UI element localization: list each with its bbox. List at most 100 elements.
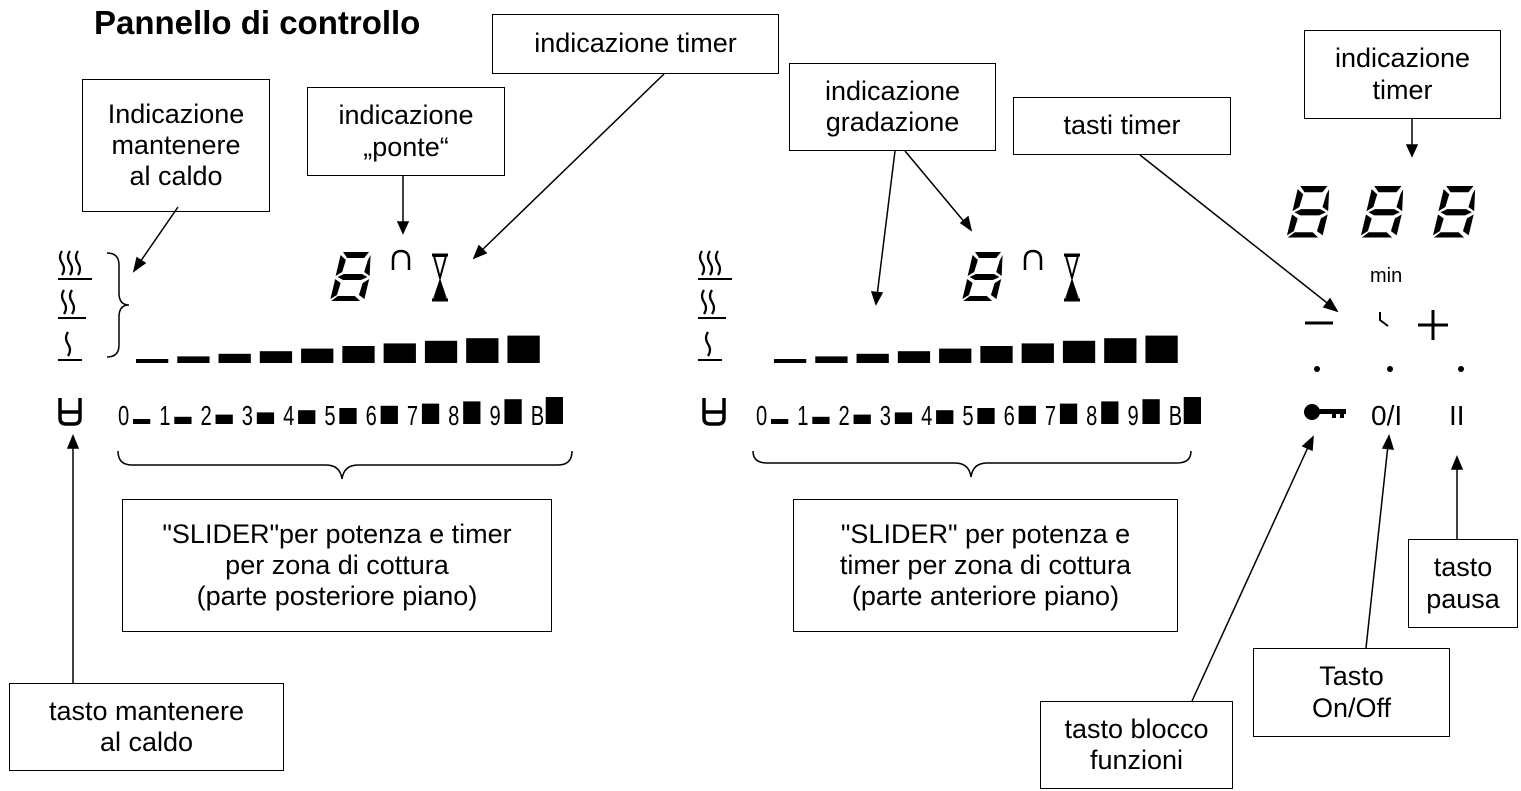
slider-level-block bbox=[504, 399, 522, 424]
slider-level-block bbox=[133, 419, 151, 424]
page-title: Pannello di controllo bbox=[94, 4, 421, 41]
slider-level-5[interactable]: 5 bbox=[962, 401, 973, 432]
label-timer-indicator-right: indicazione timer bbox=[1304, 30, 1501, 119]
slider-level-6[interactable]: 6 bbox=[366, 401, 377, 432]
slider-level-2[interactable]: 2 bbox=[839, 401, 850, 432]
label-slider-front: "SLIDER" per potenza e timer per zona di… bbox=[793, 499, 1178, 632]
label-bridge-indicator: indicazione „ponte“ bbox=[307, 87, 505, 176]
slider-bar bbox=[856, 353, 889, 363]
power-level-digit-icon bbox=[330, 252, 373, 301]
clock-icon bbox=[1379, 312, 1389, 327]
keep-warm-brace bbox=[106, 252, 130, 358]
slider-level-4[interactable]: 4 bbox=[921, 401, 932, 432]
slider-bar bbox=[1021, 343, 1054, 363]
slider-bar bbox=[1145, 335, 1178, 363]
slider-level-B[interactable]: B bbox=[1169, 401, 1182, 432]
slider-level-block bbox=[256, 412, 275, 424]
slider-level-block bbox=[853, 414, 871, 424]
slider-level-block bbox=[339, 408, 357, 424]
slider-bar bbox=[815, 356, 848, 363]
slider-level-1[interactable]: 1 bbox=[159, 401, 170, 432]
slider-level-0[interactable]: 0 bbox=[118, 401, 129, 432]
slider-bar bbox=[774, 359, 807, 363]
timer-hourglass-icon bbox=[1064, 253, 1080, 302]
slider-level-7[interactable]: 7 bbox=[407, 401, 418, 432]
slider-level-block bbox=[1059, 403, 1078, 424]
slider-level-4[interactable]: 4 bbox=[283, 401, 294, 432]
slider-front-bars bbox=[774, 335, 1178, 363]
label-timer-indicator-top: indicazione timer bbox=[492, 14, 779, 74]
slider-rear-brace bbox=[117, 450, 573, 480]
onoff-indicator-dot bbox=[1387, 366, 1393, 372]
pause-indicator-dot bbox=[1458, 366, 1464, 372]
timer-hourglass-icon bbox=[432, 253, 448, 302]
slider-level-block bbox=[380, 405, 398, 424]
keep-warm-key-icon[interactable] bbox=[702, 398, 726, 426]
slider-bar bbox=[466, 338, 499, 363]
slider-bar bbox=[1104, 338, 1137, 363]
onoff-button[interactable]: 0/I bbox=[1371, 400, 1402, 431]
slider-level-block bbox=[421, 403, 440, 424]
slider-level-8[interactable]: 8 bbox=[1086, 401, 1097, 432]
label-slider-rear: "SLIDER"per potenza e timer per zona di … bbox=[122, 499, 552, 632]
slider-level-block bbox=[463, 401, 481, 424]
slider-level-block bbox=[545, 397, 563, 424]
slider-level-block bbox=[936, 410, 954, 424]
label-lock-key: tasto blocco funzioni bbox=[1040, 701, 1233, 789]
slider-level-0[interactable]: 0 bbox=[756, 401, 767, 432]
slider-level-block bbox=[174, 416, 192, 424]
keep-warm-level-3-icon bbox=[58, 249, 92, 280]
timer-plus-button[interactable] bbox=[1418, 310, 1448, 340]
slider-level-1[interactable]: 1 bbox=[797, 401, 808, 432]
keep-warm-key-icon[interactable] bbox=[58, 398, 82, 426]
label-keep-warm-key: tasto mantenere al caldo bbox=[9, 683, 284, 771]
slider-level-block bbox=[298, 410, 316, 424]
timer-digit-1-icon bbox=[1286, 186, 1332, 238]
slider-level-2[interactable]: 2 bbox=[201, 401, 212, 432]
slider-level-block bbox=[977, 408, 995, 424]
slider-level-B[interactable]: B bbox=[531, 401, 544, 432]
slider-level-3[interactable]: 3 bbox=[242, 401, 253, 432]
slider-bar bbox=[939, 348, 972, 363]
label-pause-key: tasto pausa bbox=[1408, 539, 1518, 628]
slider-bar bbox=[301, 348, 334, 363]
slider-bar bbox=[218, 353, 251, 363]
slider-bar bbox=[507, 335, 540, 363]
pause-button[interactable]: II bbox=[1449, 400, 1465, 431]
slider-bar bbox=[383, 343, 416, 363]
timer-digit-2-icon bbox=[1360, 186, 1406, 238]
slider-level-3[interactable]: 3 bbox=[880, 401, 891, 432]
slider-level-6[interactable]: 6 bbox=[1004, 401, 1015, 432]
slider-level-8[interactable]: 8 bbox=[448, 401, 459, 432]
key-icon[interactable] bbox=[1304, 404, 1346, 420]
slider-bar bbox=[980, 346, 1013, 363]
slider-bar bbox=[897, 351, 931, 363]
keep-warm-level-3-icon bbox=[698, 249, 732, 280]
slider-bar bbox=[342, 346, 375, 363]
slider-level-block bbox=[1101, 401, 1119, 424]
callout-arrows bbox=[66, 73, 1464, 702]
slider-level-5[interactable]: 5 bbox=[324, 401, 335, 432]
slider-level-block bbox=[1018, 405, 1036, 424]
slider-level-9[interactable]: 9 bbox=[489, 401, 500, 432]
min-label: min bbox=[1370, 265, 1402, 287]
slider-rear-bars bbox=[136, 335, 540, 363]
slider-bar bbox=[136, 359, 169, 363]
label-onoff-key: Tasto On/Off bbox=[1253, 648, 1450, 737]
slider-level-block bbox=[771, 419, 789, 424]
slider-level-7[interactable]: 7 bbox=[1045, 401, 1056, 432]
slider-level-9[interactable]: 9 bbox=[1127, 401, 1138, 432]
power-level-digit-icon bbox=[962, 252, 1005, 301]
keep-warm-level-2-icon bbox=[58, 288, 86, 319]
label-level-indicator: indicazione gradazione bbox=[789, 63, 996, 151]
slider-level-block bbox=[1183, 397, 1201, 424]
lock-indicator-dot bbox=[1314, 366, 1320, 372]
slider-front-brace bbox=[752, 450, 1192, 478]
keep-warm-level-1-icon bbox=[698, 330, 722, 361]
slider-level-block bbox=[1142, 399, 1160, 424]
